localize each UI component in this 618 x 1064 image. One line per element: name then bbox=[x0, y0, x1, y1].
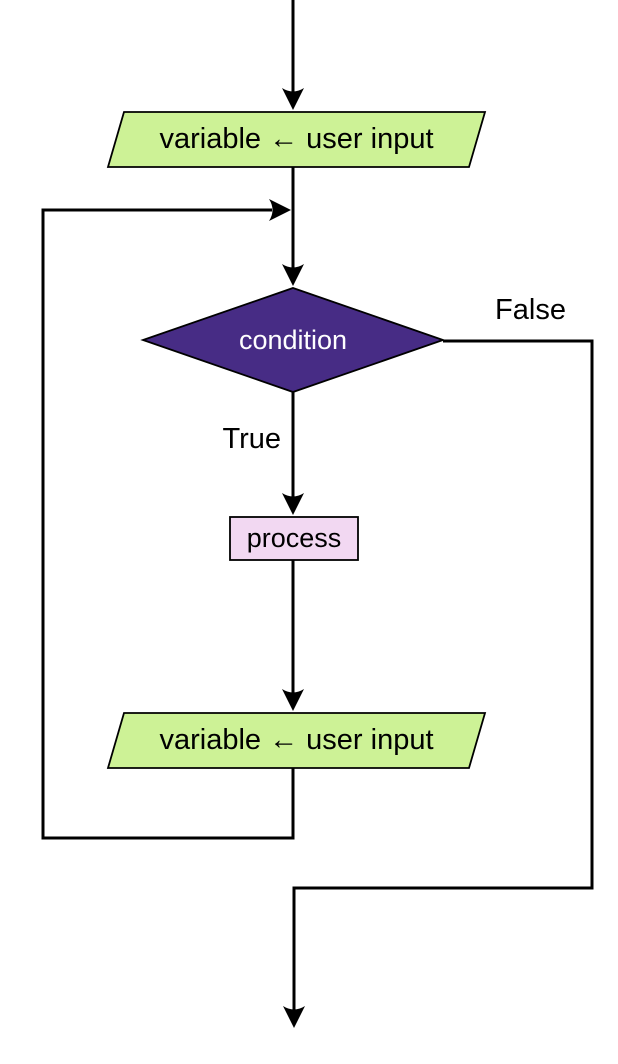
input-node-bottom bbox=[106, 712, 487, 769]
edge-loopback-line bbox=[41, 208, 295, 840]
process-arrowhead-icon bbox=[282, 493, 304, 515]
loopback-arrowhead-icon bbox=[269, 199, 291, 221]
condition-node bbox=[140, 287, 446, 393]
entry-arrowhead-icon bbox=[282, 88, 304, 110]
condition-arrowhead-icon bbox=[282, 264, 304, 286]
edge-false-line bbox=[292, 339, 594, 1010]
input-node-top bbox=[106, 111, 487, 168]
input-bottom-arrowhead-icon bbox=[282, 689, 304, 711]
exit-arrowhead-icon bbox=[283, 1006, 305, 1028]
process-node bbox=[229, 516, 359, 561]
